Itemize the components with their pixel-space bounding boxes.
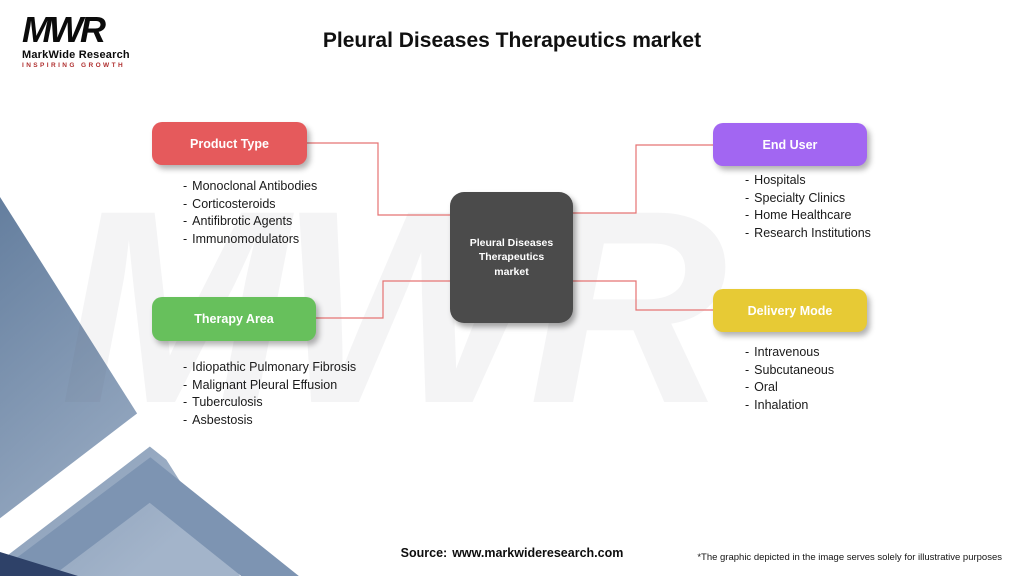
list-item: -Oral: [745, 379, 834, 397]
bullet: -: [745, 380, 750, 394]
chevron-shape: [0, 457, 299, 576]
bullet: -: [183, 377, 188, 392]
category-box-end-user: End User: [713, 123, 867, 166]
source-url: www.markwideresearch.com: [452, 546, 624, 560]
bullet: -: [745, 173, 750, 187]
bullet: -: [745, 225, 750, 240]
list-item-label: Research Institutions: [754, 225, 871, 240]
list-item-label: Hospitals: [754, 173, 806, 187]
category-label: End User: [762, 137, 818, 152]
list-item: -Home Healthcare: [745, 207, 871, 225]
list-item-label: Idiopathic Pulmonary Fibrosis: [192, 360, 357, 374]
list-item: -Subcutaneous: [745, 362, 834, 380]
source-line: Source: www.markwideresearch.com: [0, 546, 1024, 560]
bullet: -: [183, 360, 188, 374]
bullet: -: [745, 397, 750, 412]
list-item-label: Asbestosis: [192, 412, 253, 427]
category-box-therapy-area: Therapy Area: [152, 297, 316, 341]
list-item-label: Subcutaneous: [754, 362, 835, 377]
bullet: -: [745, 362, 750, 377]
list-item: -Corticosteroids: [183, 196, 317, 214]
list-item-label: Antifibrotic Agents: [192, 214, 293, 228]
bullet: -: [745, 345, 750, 359]
list-item: -Idiopathic Pulmonary Fibrosis: [183, 359, 356, 377]
list-item: -Tuberculosis: [183, 394, 356, 412]
category-label: Product Type: [190, 136, 269, 151]
logo-tagline: Inspiring Growth: [22, 62, 126, 69]
bullet: -: [183, 179, 188, 193]
list-item-label: Immunomodulators: [192, 231, 300, 246]
center-node: Pleural Diseases Therapeutics market: [450, 192, 573, 323]
disclaimer-note: *The graphic depicted in the image serve…: [697, 552, 1002, 563]
list-item-label: Inhalation: [754, 397, 809, 412]
list-item-label: Corticosteroids: [192, 196, 276, 211]
list-item: -Malignant Pleural Effusion: [183, 377, 356, 395]
list-item: -Hospitals: [745, 172, 871, 190]
list-item-label: Specialty Clinics: [754, 190, 846, 205]
therapy-area-list: -Idiopathic Pulmonary Fibrosis -Malignan…: [183, 359, 356, 429]
bullet: -: [183, 412, 188, 427]
list-item: -Intravenous: [745, 344, 834, 362]
list-item: -Research Institutions: [745, 225, 871, 243]
category-label: Delivery Mode: [747, 303, 833, 318]
bullet: -: [183, 231, 188, 246]
bullet: -: [745, 190, 750, 205]
list-item: -Immunomodulators: [183, 231, 317, 249]
list-item-label: Intravenous: [754, 345, 820, 359]
page-title: Pleural Diseases Therapeutics market: [322, 29, 702, 52]
list-item-label: Tuberculosis: [192, 395, 263, 409]
list-item: -Antifibrotic Agents: [183, 213, 317, 231]
list-item-label: Malignant Pleural Effusion: [192, 377, 338, 392]
category-box-product-type: Product Type: [152, 122, 307, 165]
list-item-label: Home Healthcare: [754, 208, 852, 222]
logo-mwr-monogram: MWR: [22, 9, 106, 50]
logo-name: MarkWide Research: [22, 49, 130, 61]
bullet: -: [183, 395, 188, 409]
logo: MWR MarkWide Research Inspiring Growth: [22, 9, 152, 70]
list-item-label: Monoclonal Antibodies: [192, 179, 318, 193]
delivery-mode-list: -Intravenous -Subcutaneous -Oral -Inhala…: [745, 344, 834, 414]
list-item: -Asbestosis: [183, 412, 356, 430]
category-label: Therapy Area: [194, 312, 274, 326]
category-box-delivery-mode: Delivery Mode: [713, 289, 867, 332]
list-item: -Specialty Clinics: [745, 190, 871, 208]
list-item-label: Oral: [754, 380, 778, 394]
center-node-label: Pleural Diseases Therapeutics market: [469, 237, 554, 278]
bullet: -: [745, 208, 750, 222]
list-item: -Monoclonal Antibodies: [183, 178, 317, 196]
end-user-list: -Hospitals -Specialty Clinics -Home Heal…: [745, 172, 871, 242]
list-item: -Inhalation: [745, 397, 834, 415]
bullet: -: [183, 196, 188, 211]
bullet: -: [183, 214, 188, 228]
source-label: Source:: [400, 546, 448, 560]
product-type-list: -Monoclonal Antibodies -Corticosteroids …: [183, 178, 317, 248]
